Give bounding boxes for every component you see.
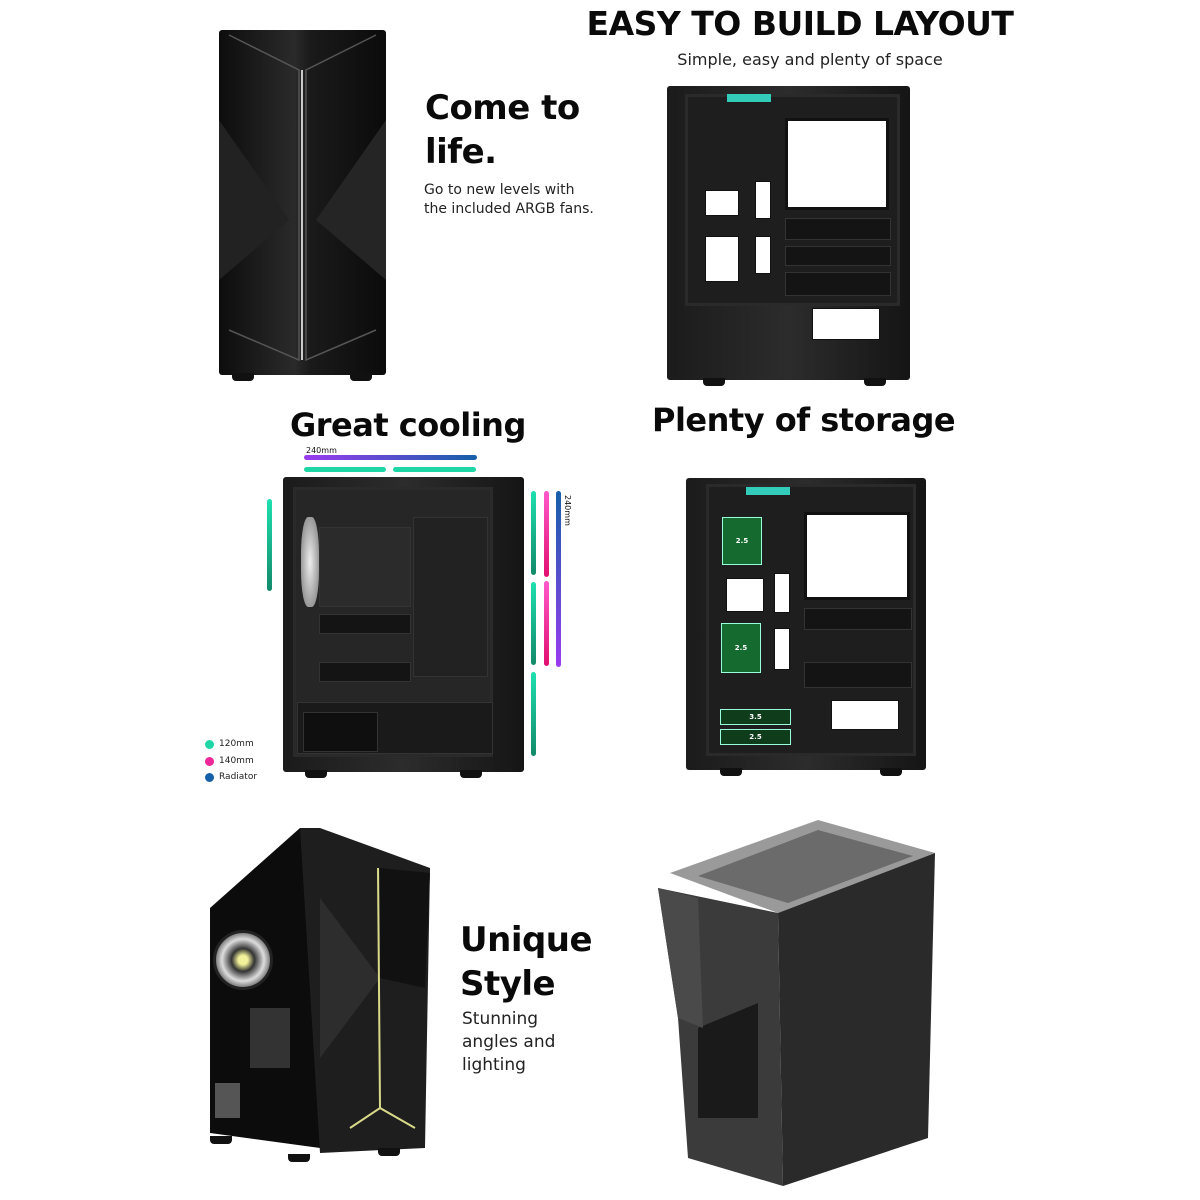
legend-label: Radiator — [219, 772, 258, 782]
fan-140-front-bar — [544, 581, 549, 666]
life-body-line2: the included ARGB fans. — [424, 201, 594, 217]
style-body-line2: angles and — [462, 1032, 556, 1052]
legend-label: 140mm — [219, 756, 254, 766]
fan-140-front-bar — [544, 491, 549, 577]
life-title-line1: Come to — [425, 88, 580, 128]
cooling-title: Great cooling — [290, 406, 526, 444]
legend-label: 120mm — [219, 739, 254, 749]
legend-item-140mm: 140mm — [205, 756, 254, 766]
radiator-top-bar — [304, 455, 477, 460]
life-title-line2: life. — [425, 132, 497, 172]
style-body: Stunning angles and lighting — [462, 1008, 555, 1077]
style-title-line2: Style — [460, 964, 556, 1004]
fan-120-front-bar — [531, 491, 536, 575]
fan-120-top-bar — [393, 467, 476, 472]
cooling-top-label: 240mm — [306, 446, 337, 455]
cooling-case-image — [283, 477, 524, 772]
fan-120-top-bar — [304, 467, 386, 472]
style-body-line1: Stunning — [462, 1009, 539, 1029]
fan-120-front-bar — [531, 582, 536, 665]
cooling-side-label: 240mm — [563, 495, 572, 526]
drive-bay-3.5: 3.5 — [720, 709, 791, 725]
fan-120-front-bar — [531, 672, 536, 756]
life-body-line1: Go to new levels with — [424, 182, 575, 198]
drive-bay-2.5: 2.5 — [722, 517, 762, 565]
legend-dot — [205, 756, 214, 766]
case-interior-image — [667, 86, 910, 380]
storage-title: Plenty of storage — [652, 401, 956, 439]
life-title: Come to life. — [425, 86, 580, 174]
case-front-image — [219, 30, 386, 375]
legend-item-radiator: Radiator — [205, 772, 257, 782]
legend-item-120mm: 120mm — [205, 739, 254, 749]
case-angled-rgb-image — [200, 828, 432, 1164]
life-body: Go to new levels with the included ARGB … — [424, 181, 594, 219]
radiator-front-bar — [556, 491, 561, 667]
style-title: Unique Style — [460, 918, 593, 1006]
style-title-line1: Unique — [460, 920, 593, 960]
drive-bay-2.5: 2.5 — [720, 729, 791, 745]
legend-dot — [205, 739, 214, 749]
drive-bay-2.5: 2.5 — [721, 623, 761, 673]
style-body-line3: lighting — [462, 1055, 526, 1075]
layout-subtitle: Simple, easy and plenty of space — [677, 50, 943, 69]
case-top-view-image — [658, 818, 936, 1188]
fan-120-rear-bar — [267, 499, 272, 591]
legend-dot — [205, 772, 214, 782]
layout-title: EASY TO BUILD LAYOUT — [586, 4, 1014, 43]
